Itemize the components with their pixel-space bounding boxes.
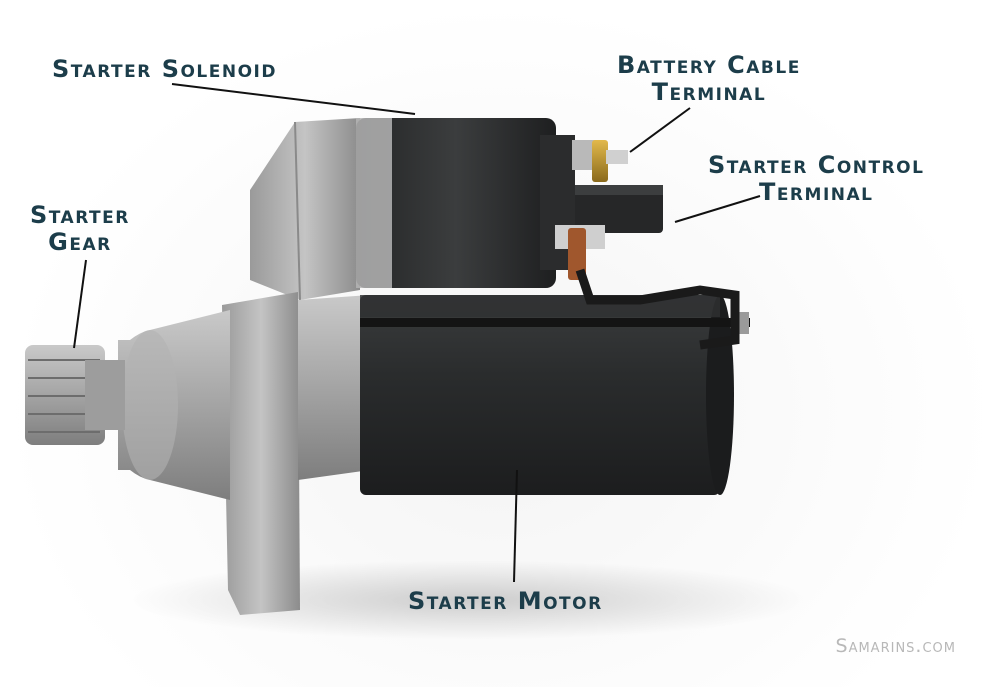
field-cable — [575, 268, 740, 350]
watermark: Samarins.com — [835, 635, 956, 657]
leader-line-gear — [73, 259, 87, 349]
label-starter-solenoid: Starter Solenoid — [52, 55, 277, 83]
solenoid-body — [356, 118, 556, 288]
ground-shadow — [130, 560, 810, 640]
label-starter-control-terminal: Starter Control Terminal — [708, 151, 925, 206]
through-bolt — [360, 318, 750, 327]
leader-lines — [73, 83, 761, 583]
leader-line-control-terminal — [674, 195, 761, 223]
label-starter-gear: Starter Gear — [30, 201, 130, 256]
housing-bracket — [250, 118, 360, 300]
leader-line-battery-terminal — [629, 107, 691, 153]
mounting-flange — [222, 292, 300, 615]
leader-line-solenoid — [171, 83, 416, 115]
motor-body — [360, 295, 720, 495]
leader-line-motor — [513, 469, 518, 583]
control-terminal-connector — [575, 185, 663, 233]
label-battery-cable-terminal: Battery Cable Terminal — [617, 51, 801, 106]
label-starter-motor: Starter Motor — [408, 587, 603, 615]
